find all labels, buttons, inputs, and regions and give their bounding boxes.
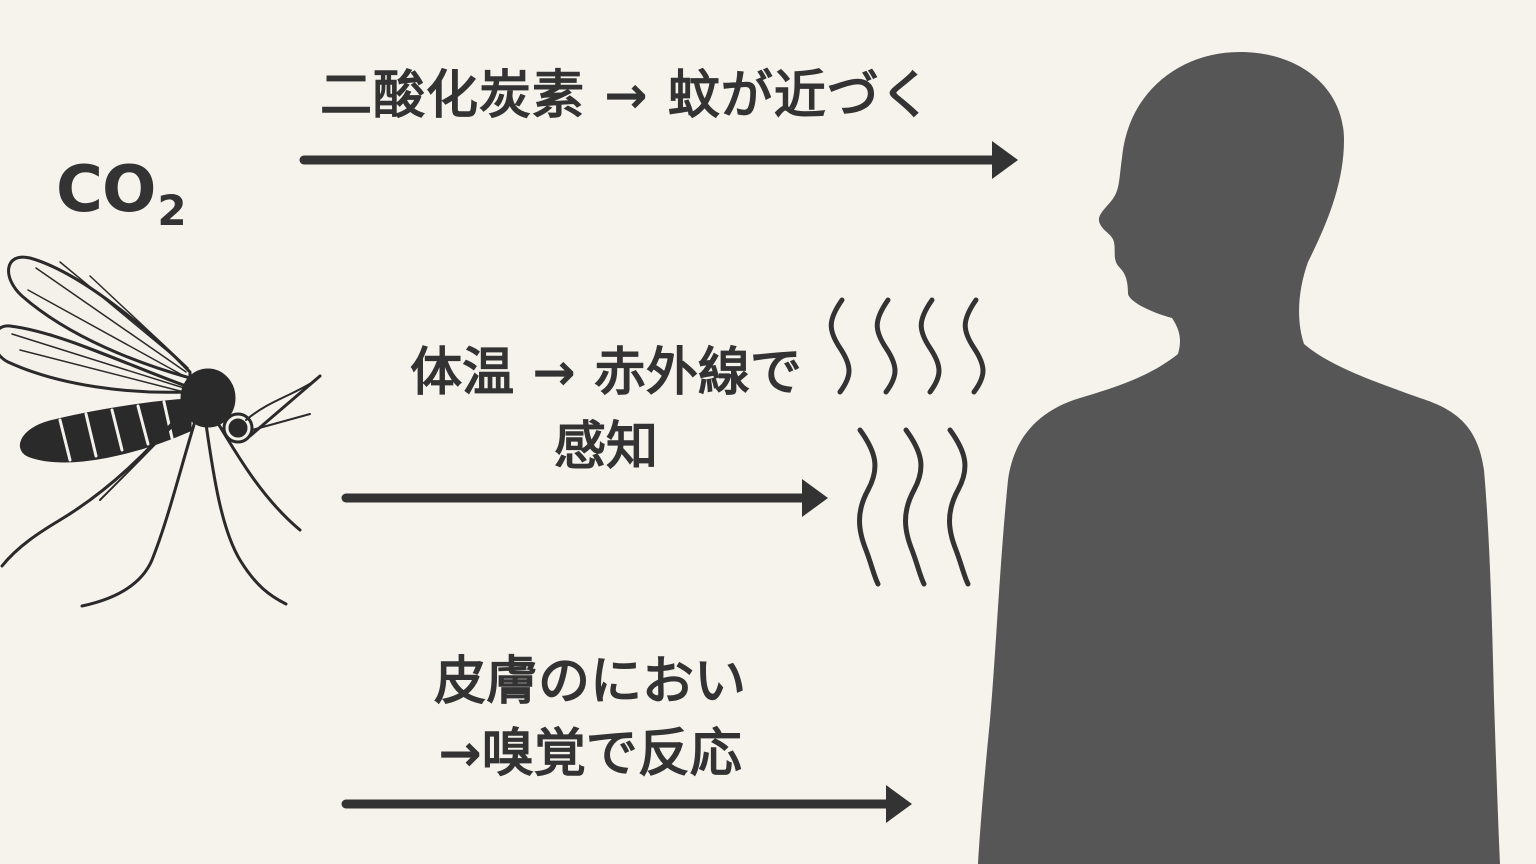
heat-arrow [341, 479, 828, 517]
heat-cue-label: 体温 → 赤外線で感知 [410, 343, 802, 477]
smell-arrowhead [886, 785, 912, 823]
smell-cue-label: 皮膚のにおい →嗅覚で反応 [433, 652, 746, 784]
heat-arrowhead [802, 479, 828, 517]
co2-main: CO [56, 153, 156, 227]
human-silhouette-icon [978, 52, 1500, 864]
smell-arrow [341, 785, 912, 823]
co2-symbol: CO2 [56, 158, 187, 232]
co2-cue-label: 二酸化炭素 → 蚊が近づく [320, 66, 933, 126]
co2-arrowhead [992, 141, 1018, 179]
heat-wave-icon-lower [857, 427, 971, 587]
co2-arrow [299, 141, 1018, 179]
heat-wave-icon [828, 297, 986, 395]
co2-subscript: 2 [157, 186, 186, 235]
mosquito-icon [0, 255, 322, 608]
